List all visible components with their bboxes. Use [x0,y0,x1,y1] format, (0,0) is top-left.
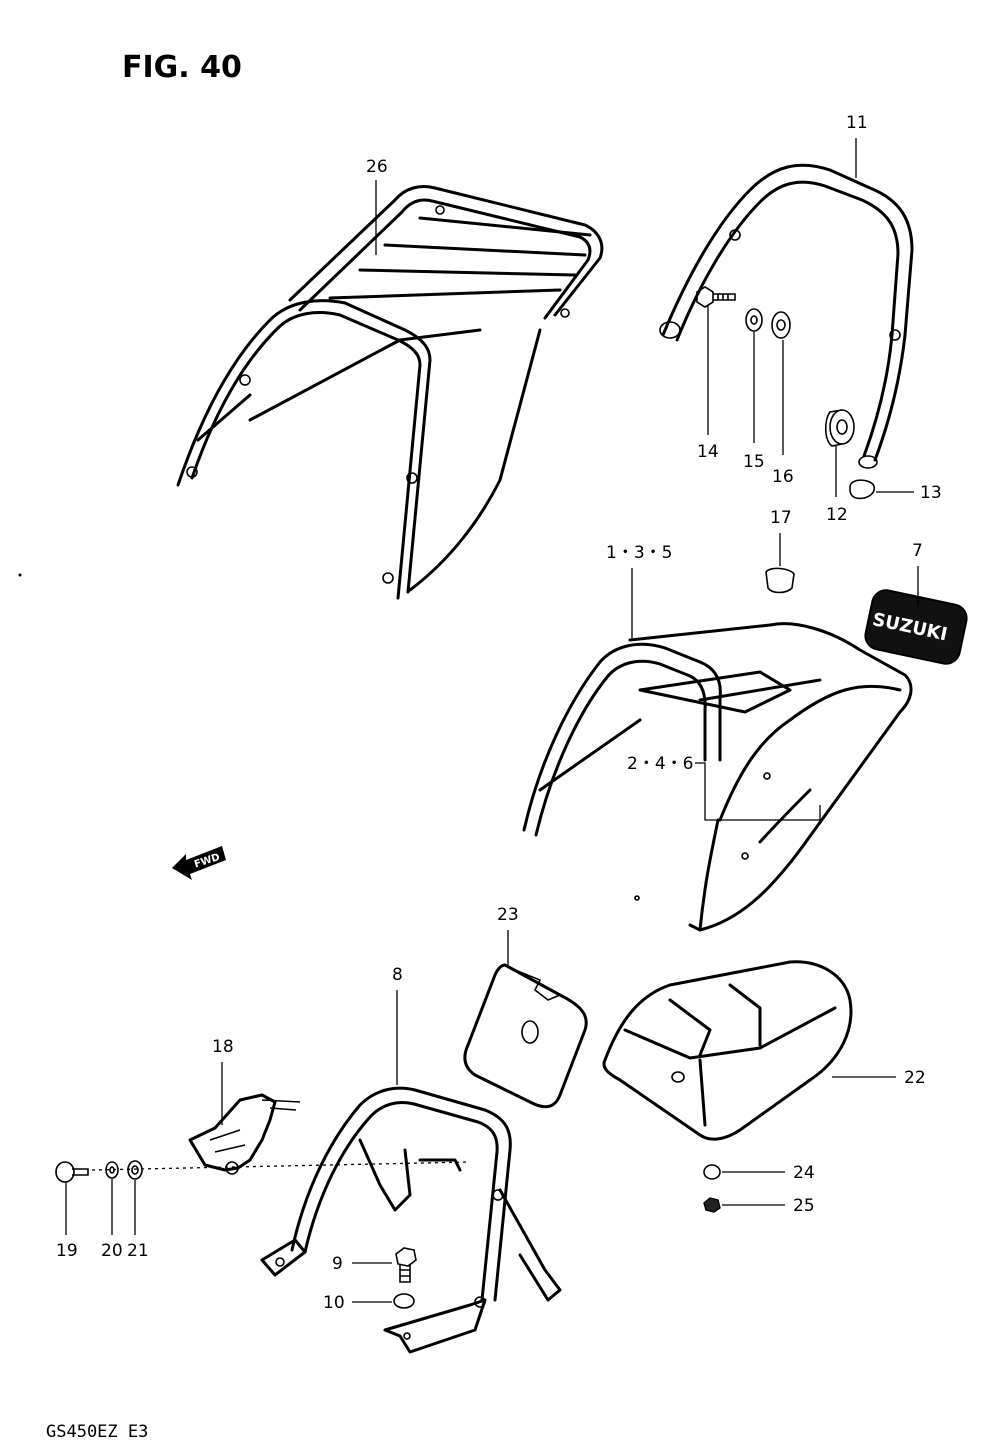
nut-24-part [703,1164,721,1180]
callout-7: 7 [912,541,923,561]
figure-title: FIG. 40 [122,50,242,85]
bolt-19-part [55,1161,89,1183]
callout-22: 22 [904,1068,926,1088]
bracket-8-part [260,1086,562,1354]
stray-dot [18,573,22,577]
washer-16-part [771,311,791,339]
forward-arrow-icon: FWD [172,846,226,880]
footer-model-code: GS450EZ E3 [46,1422,148,1442]
callout-13: 13 [920,483,942,503]
callout-25: 25 [793,1196,815,1216]
lock-bracket-18-part [188,1093,301,1175]
callout-9: 9 [332,1254,343,1274]
callout-10: 10 [323,1293,345,1313]
callout-19: 19 [56,1241,78,1261]
callout-16: 16 [772,467,794,487]
fwd-label: FWD [193,852,221,871]
nut-25-part [703,1197,721,1213]
seat-cover-22-part [602,960,853,1141]
spacer-12-part [824,409,855,447]
tail-cowl-part [522,622,913,932]
washer-10-part [393,1293,415,1309]
washer-21-part [127,1160,143,1180]
callout-18: 18 [212,1037,234,1057]
callout-14: 14 [697,442,719,462]
washer-20-part [105,1161,119,1179]
clip-17-part [765,567,795,594]
washer-15-part [745,308,763,332]
assembly-line [91,1161,471,1171]
emblem-7-part: SUZUKI [864,589,968,665]
callout-2-4-6: 2・4・6 [627,754,693,774]
bolt-9-part [395,1247,417,1283]
cap-13-part [849,479,876,500]
callout-8: 8 [392,965,403,985]
panel-23-part [463,963,588,1109]
callout-20: 20 [101,1241,123,1261]
leader-2-4-6 [695,762,821,821]
callout-12: 12 [826,505,848,525]
callout-15: 15 [743,452,765,472]
callout-26: 26 [366,157,388,177]
callout-23: 23 [497,905,519,925]
callout-17: 17 [770,508,792,528]
grab-rail-part [659,163,914,469]
callout-11: 11 [846,113,868,133]
callout-24: 24 [793,1163,815,1183]
callout-1-3-5: 1・3・5 [606,543,672,563]
bolt-14-part [696,286,736,308]
callout-21: 21 [127,1241,149,1261]
luggage-carrier-part [176,185,604,600]
